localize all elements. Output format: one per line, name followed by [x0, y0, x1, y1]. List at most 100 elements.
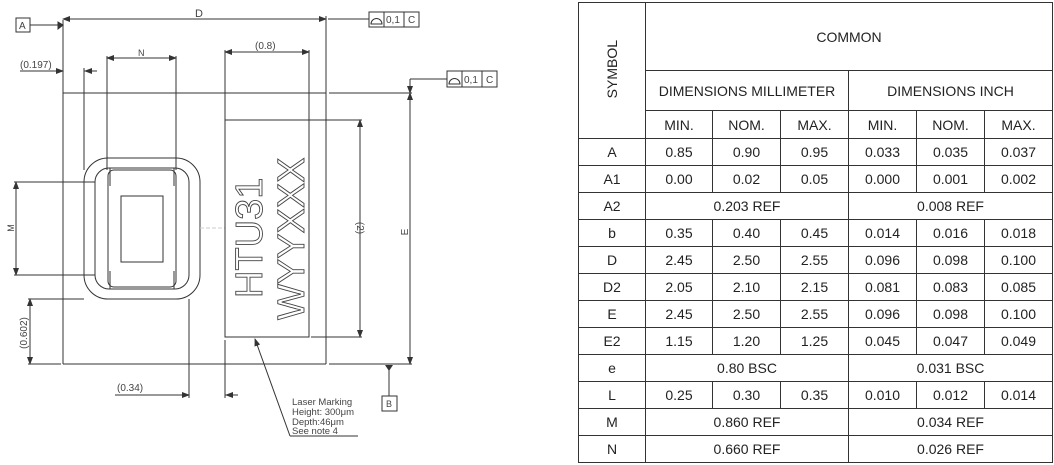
inch-cell: 0.083	[916, 273, 985, 301]
mm-cell: 2.55	[780, 246, 849, 274]
symbol-cell: e	[578, 354, 646, 382]
note-line-3: Depth:46μm	[292, 417, 344, 428]
dimension-0602: (0.602)	[19, 298, 84, 365]
inch-cell: 0.085	[984, 273, 1053, 301]
symbol-cell: N	[578, 435, 646, 463]
inch-cell: 0.049	[984, 327, 1053, 355]
symbol-cell: b	[578, 219, 646, 247]
inch-span-cell: 0.034 REF	[848, 408, 1053, 436]
inch-span-cell: 0.008 REF	[848, 192, 1053, 220]
inch-span-cell: 0.031 BSC	[848, 354, 1053, 382]
fcf-right-tolerance: 0,1	[464, 75, 478, 86]
symbol-cell: D2	[578, 273, 646, 301]
feature-control-frame-right: 0,1 C	[407, 70, 498, 94]
mm-cell: 0.85	[645, 138, 713, 166]
inch-cell: 0.098	[916, 246, 985, 274]
dim-d-label: D	[195, 8, 203, 20]
package-drawing: D A 0,1 C 0,1 C E (0.197)	[6, 8, 498, 437]
symbol-cell: A1	[578, 165, 646, 193]
inch-cell: 0.035	[916, 138, 985, 166]
mm-cell: 1.20	[712, 327, 781, 355]
datum-b: B	[381, 365, 398, 412]
dim-08-label: (0.8)	[255, 41, 276, 52]
inch-cell: 0.014	[984, 381, 1053, 409]
dimension-m: M	[6, 181, 95, 276]
sensor-pad	[83, 157, 225, 300]
mm-cell: 2.05	[645, 273, 713, 301]
mm-cell: 0.25	[645, 381, 713, 409]
symbol-cell: E2	[578, 327, 646, 355]
symbol-cell: D	[578, 246, 646, 274]
sub-header-1: NOM.	[712, 110, 781, 139]
sub-header-0: MIN.	[645, 110, 713, 139]
mm-span-cell: 0.860 REF	[645, 408, 849, 436]
dimension-2: (2)	[354, 119, 365, 338]
symbol-cell: A2	[578, 192, 646, 220]
inch-cell: 0.096	[848, 246, 917, 274]
mm-cell: 2.15	[780, 273, 849, 301]
dim-2-label: (2)	[354, 222, 365, 234]
inch-cell: 0.012	[916, 381, 985, 409]
inch-cell: 0.100	[984, 300, 1053, 328]
dim-n-label: N	[138, 48, 145, 58]
inch-cell: 0.001	[916, 165, 985, 193]
mm-header: DIMENSIONS MILLIMETER	[645, 70, 849, 111]
mm-span-cell: 0.660 REF	[645, 435, 849, 463]
mm-cell: 0.90	[712, 138, 781, 166]
mm-cell: 0.35	[645, 219, 713, 247]
inch-cell: 0.045	[848, 327, 917, 355]
inch-cell: 0.037	[984, 138, 1053, 166]
profile-of-surface-icon	[370, 18, 383, 25]
inch-cell: 0.098	[916, 300, 985, 328]
dim-034-label: (0.34)	[117, 383, 143, 394]
mm-cell: 0.35	[780, 381, 849, 409]
dimension-d: D	[62, 8, 369, 22]
note-line-4: See note 4	[292, 426, 338, 437]
dimensions-table: SYMBOL COMMON DIMENSIONS MILLIMETER DIME…	[578, 2, 1053, 463]
dim-0197-label: (0.197)	[20, 60, 52, 71]
marking-line1: HTU31	[229, 178, 271, 298]
inch-cell: 0.081	[848, 273, 917, 301]
mm-cell: 1.15	[645, 327, 713, 355]
mm-cell: 2.50	[712, 246, 781, 274]
symbol-cell: M	[578, 408, 646, 436]
mm-cell: 2.55	[780, 300, 849, 328]
dim-0602-label: (0.602)	[19, 317, 30, 349]
mm-cell: 2.10	[712, 273, 781, 301]
inch-cell: 0.010	[848, 381, 917, 409]
inch-cell: 0.014	[848, 219, 917, 247]
symbol-header-text: SYMBOL	[604, 39, 620, 99]
feature-control-frame-top: 0,1 C	[368, 11, 420, 28]
inch-cell: 0.096	[848, 300, 917, 328]
dimension-0197: (0.197)	[20, 60, 97, 170]
fcf-top-tolerance: 0,1	[386, 15, 400, 26]
laser-marking-area: HTU31 WYYXXX	[224, 50, 362, 338]
dim-m-label: M	[6, 224, 16, 232]
datum-a-label: A	[19, 21, 26, 32]
mm-cell: 0.45	[780, 219, 849, 247]
inch-cell: 0.047	[916, 327, 985, 355]
symbol-cell: A	[578, 138, 646, 166]
mm-cell: 0.40	[712, 219, 781, 247]
dimension-034: (0.34)	[115, 299, 238, 398]
mm-cell: 0.95	[780, 138, 849, 166]
marking-line2: WYYXXX	[271, 157, 313, 320]
sub-header-row: MIN.NOM.MAX.MIN.NOM.MAX.	[579, 110, 1053, 139]
sub-header-4: NOM.	[916, 110, 985, 139]
mm-cell: 0.00	[645, 165, 713, 193]
fcf-top-datum: C	[408, 15, 415, 26]
laser-marking-note: Laser Marking Height: 300μm Depth:46μm S…	[254, 338, 358, 437]
inch-cell: 0.033	[848, 138, 917, 166]
inch-cell: 0.016	[916, 219, 985, 247]
mm-cell: 2.45	[645, 246, 713, 274]
inch-cell: 0.000	[848, 165, 917, 193]
